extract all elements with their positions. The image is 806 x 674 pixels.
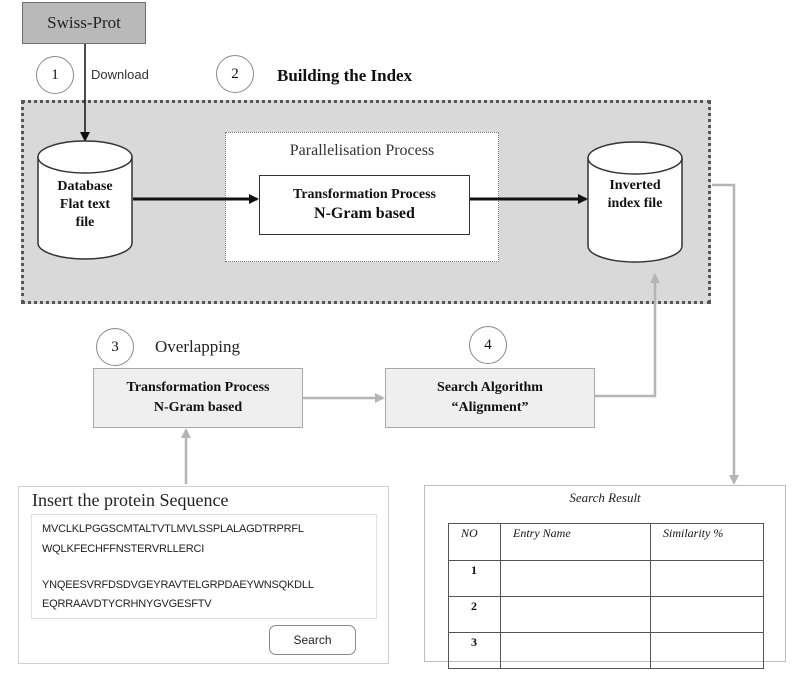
table-row[interactable]: 2	[448, 596, 764, 633]
entry-name-cell	[500, 632, 651, 669]
table-row[interactable]: 1	[448, 560, 764, 597]
overlapping-label: Overlapping	[155, 337, 240, 356]
result-table: NO Entry Name Similarity % 1 2 3	[448, 523, 764, 669]
download-label: Download	[91, 67, 149, 82]
column-header: NO	[448, 523, 501, 561]
step-2-circle: 2	[216, 55, 254, 93]
database-cylinder	[37, 140, 133, 260]
search-result-title: Search Result	[569, 490, 641, 505]
row-number: 2	[448, 596, 501, 633]
database-label: Database Flat text file	[57, 179, 113, 230]
transformation-process-box: Transformation Process N-Gram based	[259, 175, 470, 235]
column-header: Entry Name	[500, 523, 651, 561]
search-algorithm-box: Search Algorithm “Alignment”	[385, 368, 595, 428]
step-3-circle: 3	[96, 328, 134, 366]
table-header-row: NO Entry Name Similarity %	[448, 523, 764, 561]
entry-name-cell	[500, 596, 651, 633]
similarity-cell	[650, 596, 764, 633]
search-to-index-arrow	[595, 273, 660, 398]
sequence-line: YNQEESVRFDSDVGEYRAVTELGRPDAEYWNSQKDLL	[42, 579, 314, 591]
row-number: 3	[448, 632, 501, 669]
sequence-textarea[interactable]	[31, 514, 377, 619]
row-number: 1	[448, 560, 501, 597]
similarity-cell	[650, 560, 764, 597]
sequence-panel-title: Insert the protein Sequence	[32, 490, 229, 510]
transformation-process-lower-box: Transformation Process N-Gram based	[93, 368, 303, 428]
column-header: Similarity %	[650, 523, 764, 561]
building-index-title: Building the Index	[277, 66, 413, 85]
ngram-label: N-Gram based	[314, 205, 415, 222]
index-to-result-arrow	[712, 183, 739, 485]
step-1-circle: 1	[36, 56, 74, 94]
sequence-line: WQLKFECHFFNSTERVRLLERCI	[42, 543, 205, 555]
inverted-index-label: Inverted index file	[607, 178, 663, 211]
step-4-circle: 4	[469, 326, 507, 364]
swiss-prot-source-box: Swiss-Prot	[22, 2, 146, 44]
parallelisation-title: Parallelisation Process	[289, 142, 435, 159]
inverted-index-cylinder	[587, 141, 683, 263]
transformation-process-label: Transformation Process	[293, 187, 436, 202]
sequence-line: MVCLKLPGGSCMTALTVTLMVLSSPLALAGDTRPRFL	[42, 523, 304, 535]
table-row[interactable]: 3	[448, 632, 764, 669]
similarity-cell	[650, 632, 764, 669]
sequence-line: EQRRAAVDTYCRHNYGVGESFTV	[42, 598, 212, 610]
search-button[interactable]: Search	[269, 625, 356, 655]
entry-name-cell	[500, 560, 651, 597]
